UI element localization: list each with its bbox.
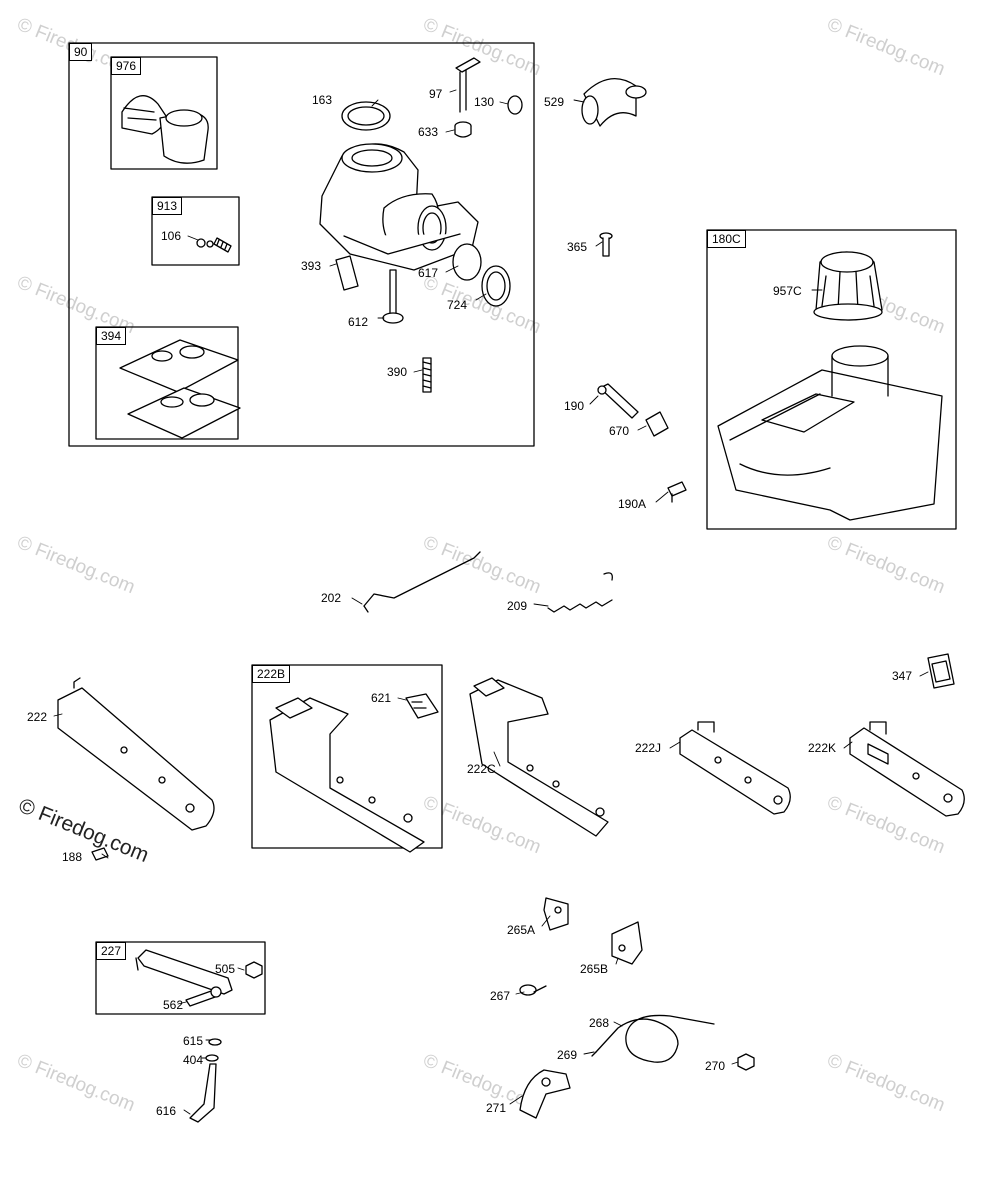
part-label-615: 615 [183, 1034, 204, 1048]
part-label-190A: 190A [618, 497, 647, 511]
part-label-222: 222 [27, 710, 48, 724]
part-label-202: 202 [321, 591, 342, 605]
part-label-130: 130 [474, 95, 495, 109]
part-label-222C: 222C [467, 762, 496, 776]
box-913 [151, 196, 240, 266]
part-615 [208, 1038, 222, 1046]
part-label-393: 393 [301, 259, 322, 273]
part-label-633: 633 [418, 125, 439, 139]
part-label-724: 724 [447, 298, 468, 312]
part-label-612: 612 [348, 315, 369, 329]
part-271 [519, 1069, 571, 1119]
part-label-616: 616 [156, 1104, 177, 1118]
part-163 [341, 101, 391, 131]
part-913 [196, 237, 232, 253]
part-562 [185, 986, 222, 1007]
part-505 [245, 961, 263, 979]
part-222K [849, 721, 965, 817]
part-393 [335, 255, 359, 291]
part-394 [119, 339, 241, 439]
part-label-347: 347 [892, 669, 913, 683]
part-label-209: 209 [507, 599, 528, 613]
part-label-271: 271 [486, 1101, 507, 1115]
part-label-106: 106 [161, 229, 182, 243]
part-202 [363, 551, 481, 613]
part-621 [405, 693, 439, 719]
part-label-265A: 265A [507, 923, 536, 937]
part-label-269: 269 [557, 1048, 578, 1062]
part-633 [454, 121, 472, 138]
part-268-269 [591, 1014, 715, 1063]
part-label-957C: 957C [773, 284, 802, 298]
part-label-505: 505 [215, 962, 236, 976]
part-270 [737, 1053, 755, 1071]
part-label-97: 97 [429, 87, 443, 101]
group-tag-180C: 180C [707, 230, 746, 248]
part-209 [547, 572, 613, 613]
part-label-270: 270 [705, 1059, 726, 1073]
part-air-cleaner-base [717, 345, 943, 521]
part-265A [543, 897, 569, 931]
part-976 [121, 95, 209, 164]
part-label-265B: 265B [580, 962, 609, 976]
part-label-222J: 222J [635, 741, 662, 755]
part-carburetor [319, 143, 479, 271]
part-label-268: 268 [589, 1016, 610, 1030]
part-label-190: 190 [564, 399, 585, 413]
box-222B [251, 664, 443, 849]
part-222 [57, 677, 215, 831]
part-265B [611, 921, 643, 965]
part-404 [205, 1054, 219, 1062]
group-tag-976: 976 [111, 57, 142, 75]
box-394 [95, 326, 239, 440]
part-724 [481, 265, 511, 307]
part-label-163: 163 [312, 93, 333, 107]
part-365 [599, 232, 613, 257]
leader-lines [53, 89, 929, 1115]
box-90 [68, 42, 535, 447]
group-tag-394: 394 [96, 327, 127, 345]
box-180C [706, 229, 957, 530]
part-670 [645, 411, 669, 437]
part-222C [469, 677, 609, 837]
part-label-617: 617 [418, 266, 439, 280]
part-347 [927, 653, 955, 689]
part-label-188: 188 [62, 850, 83, 864]
part-label-390: 390 [387, 365, 408, 379]
part-130 [507, 95, 523, 115]
part-label-621: 621 [371, 691, 392, 705]
part-227 [135, 949, 233, 995]
part-label-529: 529 [544, 95, 565, 109]
part-label-222K: 222K [808, 741, 837, 755]
group-tag-913: 913 [152, 197, 183, 215]
box-976 [110, 56, 218, 170]
part-616 [189, 1063, 217, 1123]
group-tag-222B: 222B [252, 665, 291, 683]
part-label-562: 562 [163, 998, 184, 1012]
part-190A [667, 481, 687, 503]
part-222J [679, 721, 791, 815]
part-label-670: 670 [609, 424, 630, 438]
part-529 [581, 78, 647, 127]
group-tag-227: 227 [96, 942, 127, 960]
group-tag-90: 90 [69, 43, 93, 61]
part-390 [422, 357, 432, 393]
part-label-404: 404 [183, 1053, 204, 1067]
part-190 [597, 383, 639, 419]
part-617 [452, 243, 482, 281]
part-label-365: 365 [567, 240, 588, 254]
part-222B [269, 697, 425, 853]
part-957C [813, 251, 883, 321]
part-97 [455, 57, 481, 113]
part-267 [519, 984, 547, 996]
part-188 [91, 847, 109, 861]
part-label-267: 267 [490, 989, 511, 1003]
part-612 [382, 269, 404, 324]
box-227 [95, 941, 266, 1015]
